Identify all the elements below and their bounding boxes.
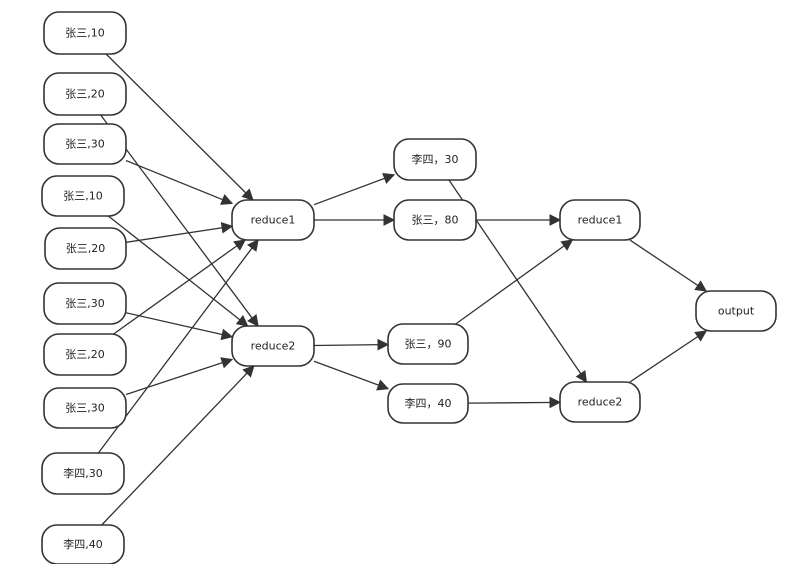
node-in10: 李四,40 — [41, 524, 125, 564]
node-box — [41, 175, 125, 217]
edge-m4-to-rr2 — [467, 396, 562, 409]
node-rr2: reduce2 — [559, 381, 641, 423]
edge-in6-to-r2 — [125, 312, 234, 341]
node-m3: 张三，90 — [387, 323, 469, 365]
edge-r2-to-m3 — [313, 338, 390, 351]
node-box — [393, 138, 477, 181]
edge-in2-to-r2 — [100, 114, 259, 327]
edge-rr2-to-out — [629, 330, 708, 383]
edge-rr1-to-out — [629, 239, 708, 292]
node-in2: 张三,20 — [43, 72, 127, 116]
node-in1: 张三,10 — [43, 11, 127, 55]
edge-in1-to-r1 — [105, 53, 254, 201]
node-box — [559, 199, 641, 241]
node-label: 张三,20 — [65, 88, 105, 101]
node-box — [41, 524, 125, 564]
node-label: reduce2 — [251, 340, 296, 353]
node-label: 张三,10 — [63, 190, 103, 203]
node-label: 张三，90 — [405, 338, 452, 351]
node-box — [231, 199, 315, 241]
edge-in3-to-r1 — [125, 159, 234, 205]
node-box — [44, 227, 127, 270]
node-box — [387, 383, 469, 424]
node-m4: 李四，40 — [387, 383, 469, 424]
node-label: 张三，80 — [412, 214, 459, 227]
node-box — [43, 282, 127, 325]
edge-in5-to-r1 — [125, 222, 234, 243]
node-box — [43, 387, 127, 429]
node-in5: 张三,20 — [44, 227, 127, 270]
node-label: 张三,30 — [65, 138, 105, 151]
node-box — [393, 199, 477, 241]
node-box — [43, 72, 127, 116]
edge-in8-to-r2 — [125, 357, 234, 396]
nodes-layer: 张三,10 张三,20 张三,30 张三,10 张三,20 张三,30 张三,20 张三,30… — [41, 11, 777, 564]
node-m1: 李四，30 — [393, 138, 477, 181]
node-label: 李四，30 — [412, 152, 459, 166]
node-label: reduce1 — [578, 214, 623, 227]
node-in9: 李四,30 — [41, 452, 125, 495]
node-box — [43, 123, 127, 165]
node-in3: 张三,30 — [43, 123, 127, 165]
node-label: 张三,30 — [65, 402, 105, 415]
node-label: 李四,40 — [63, 537, 103, 551]
node-r2: reduce2 — [231, 325, 315, 367]
node-label: 李四，40 — [405, 396, 452, 410]
edge-m3-to-rr1 — [455, 239, 574, 325]
edge-in7-to-r1 — [113, 239, 246, 335]
node-box — [43, 11, 127, 55]
node-label: 张三,10 — [65, 27, 105, 40]
node-box — [559, 381, 641, 423]
edge-r2-to-m4 — [313, 360, 390, 391]
node-out: output — [695, 290, 777, 332]
edge-r1-to-m1 — [313, 173, 396, 206]
node-rr1: reduce1 — [559, 199, 641, 241]
node-label: 张三,30 — [65, 297, 105, 310]
node-r1: reduce1 — [231, 199, 315, 241]
node-label: reduce1 — [251, 214, 296, 227]
node-in6: 张三,30 — [43, 282, 127, 325]
edges-layer — [97, 53, 708, 526]
node-in7: 张三,20 — [43, 333, 127, 376]
node-label: reduce2 — [578, 396, 623, 409]
node-box — [41, 452, 125, 495]
node-label: 张三,20 — [65, 348, 105, 361]
node-m2: 张三，80 — [393, 199, 477, 241]
node-box — [387, 323, 469, 365]
node-box — [43, 333, 127, 376]
node-box — [695, 290, 777, 332]
edge-in4-to-r2 — [107, 215, 249, 327]
node-label: output — [718, 305, 755, 318]
node-box — [231, 325, 315, 367]
node-in4: 张三,10 — [41, 175, 125, 217]
edge-in10-to-r2 — [101, 365, 255, 526]
node-in8: 张三,30 — [43, 387, 127, 429]
node-label: 李四,30 — [63, 466, 103, 480]
node-label: 张三,20 — [66, 242, 106, 255]
